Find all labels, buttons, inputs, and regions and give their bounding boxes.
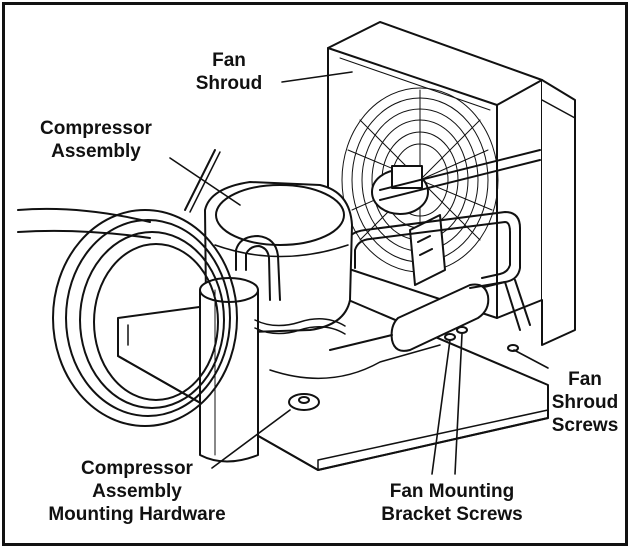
label-compressor-mounting-hardware: Compressor Assembly Mounting Hardware <box>48 458 226 525</box>
label-fan-mounting-bracket-screws: Fan Mounting Bracket Screws <box>381 481 523 525</box>
leader-lines <box>169 71 549 475</box>
diagram-frame <box>2 2 628 546</box>
process-hose <box>254 318 346 335</box>
leader-mounting-hardware <box>211 409 291 469</box>
leader-fan-shroud-screws <box>513 349 549 369</box>
label-fan-shroud: Fan Shroud <box>195 50 263 94</box>
label-fan-shroud-screws: Fan Shroud Screws <box>551 369 619 436</box>
suction-loop <box>235 235 281 301</box>
condenser-tubing <box>344 149 541 331</box>
leader-bracket-screws-right <box>454 333 463 475</box>
label-compressor-assembly: Compressor Assembly <box>40 118 152 162</box>
leader-bracket-screws-left <box>431 339 451 475</box>
leader-fan-shroud <box>281 71 353 83</box>
mounting-hardware <box>269 326 519 411</box>
fan-shroud <box>327 21 576 346</box>
filter-drier <box>329 281 506 352</box>
leader-compressor-assembly <box>169 157 241 206</box>
